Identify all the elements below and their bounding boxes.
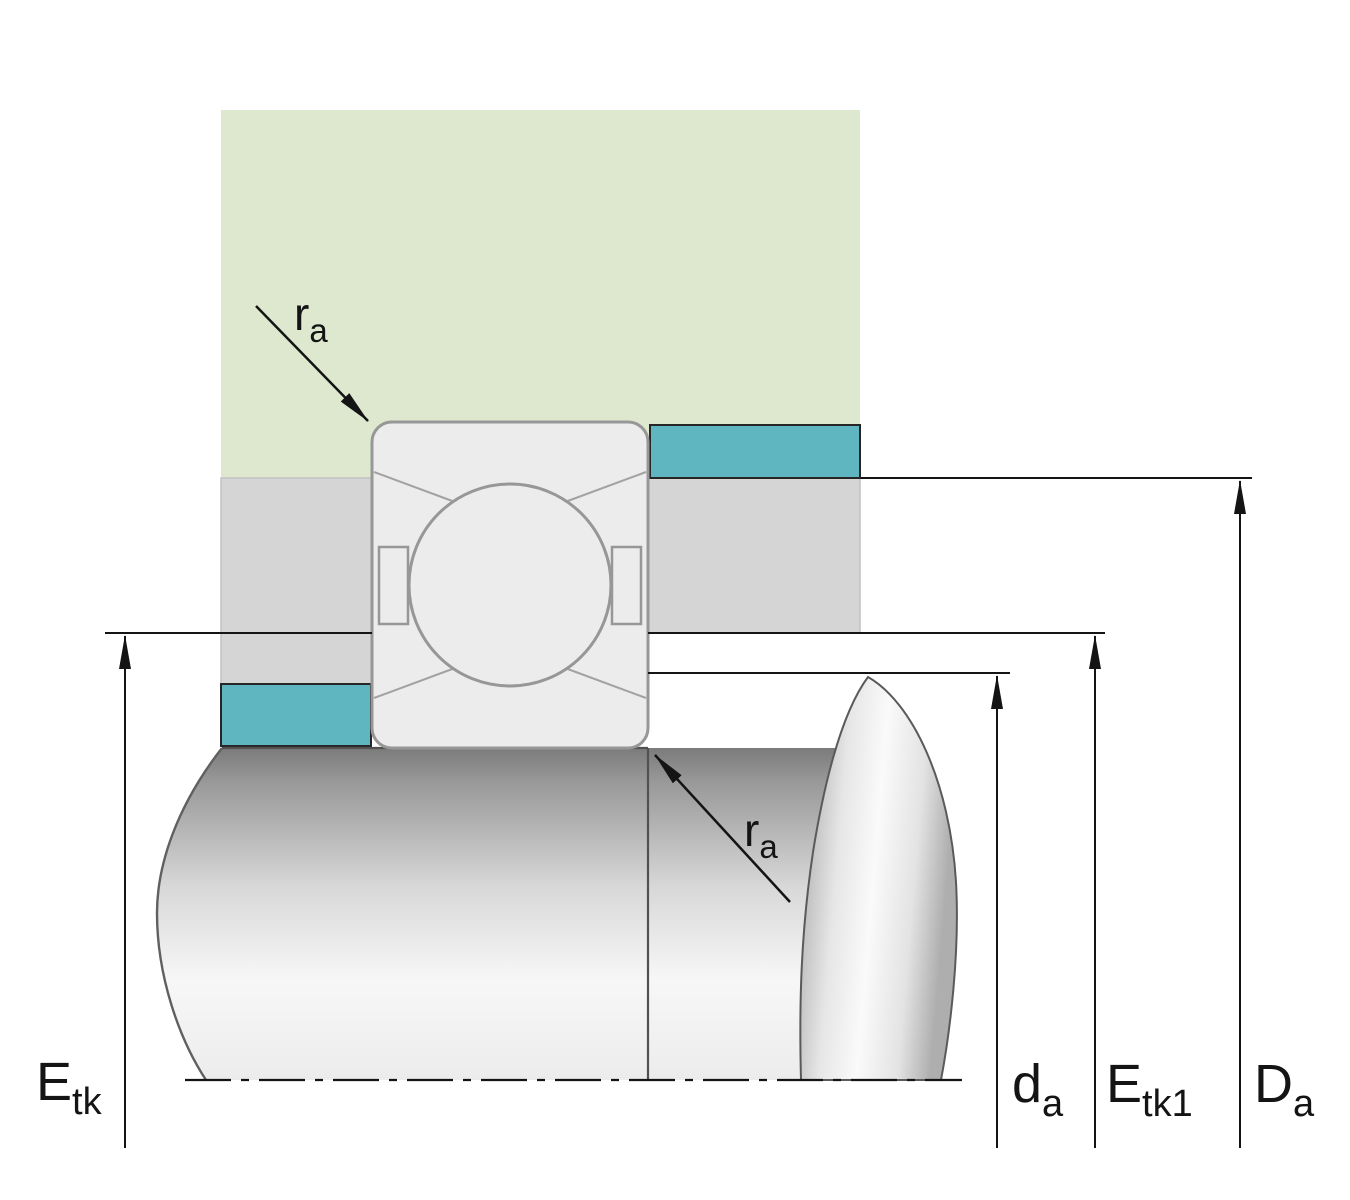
- shaft-spacer-teal-left: [220, 683, 372, 747]
- shaft-shoulder: [799, 675, 958, 1081]
- shaft-left-edge: [155, 747, 223, 1081]
- housing-spacer-teal-right: [649, 424, 861, 479]
- leader-arrow-ra-bottom: [654, 754, 791, 903]
- label-Da: Da: [1254, 1054, 1315, 1125]
- label-etk: Etk: [36, 1052, 103, 1123]
- bearing-ball: [407, 482, 613, 688]
- shaft-body: [157, 748, 895, 1080]
- raceway-line-bottom-right: [564, 667, 647, 699]
- housing-bore-right: [647, 477, 861, 634]
- housing-block: [221, 110, 860, 478]
- cage-pocket-right: [610, 545, 643, 626]
- leader-arrow-ra-top: [255, 305, 369, 422]
- housing-bore-left: [220, 477, 373, 685]
- cage-pocket-left: [377, 545, 410, 626]
- raceway-line-top-left: [373, 471, 456, 503]
- raceway-line-top-right: [564, 471, 647, 503]
- label-ra-top: ra: [294, 288, 328, 349]
- label-ra-bottom: ra: [744, 804, 778, 865]
- raceway-line-bottom-left: [373, 667, 456, 699]
- label-etk1: Etk1: [1106, 1054, 1193, 1125]
- label-da: da: [1012, 1054, 1064, 1125]
